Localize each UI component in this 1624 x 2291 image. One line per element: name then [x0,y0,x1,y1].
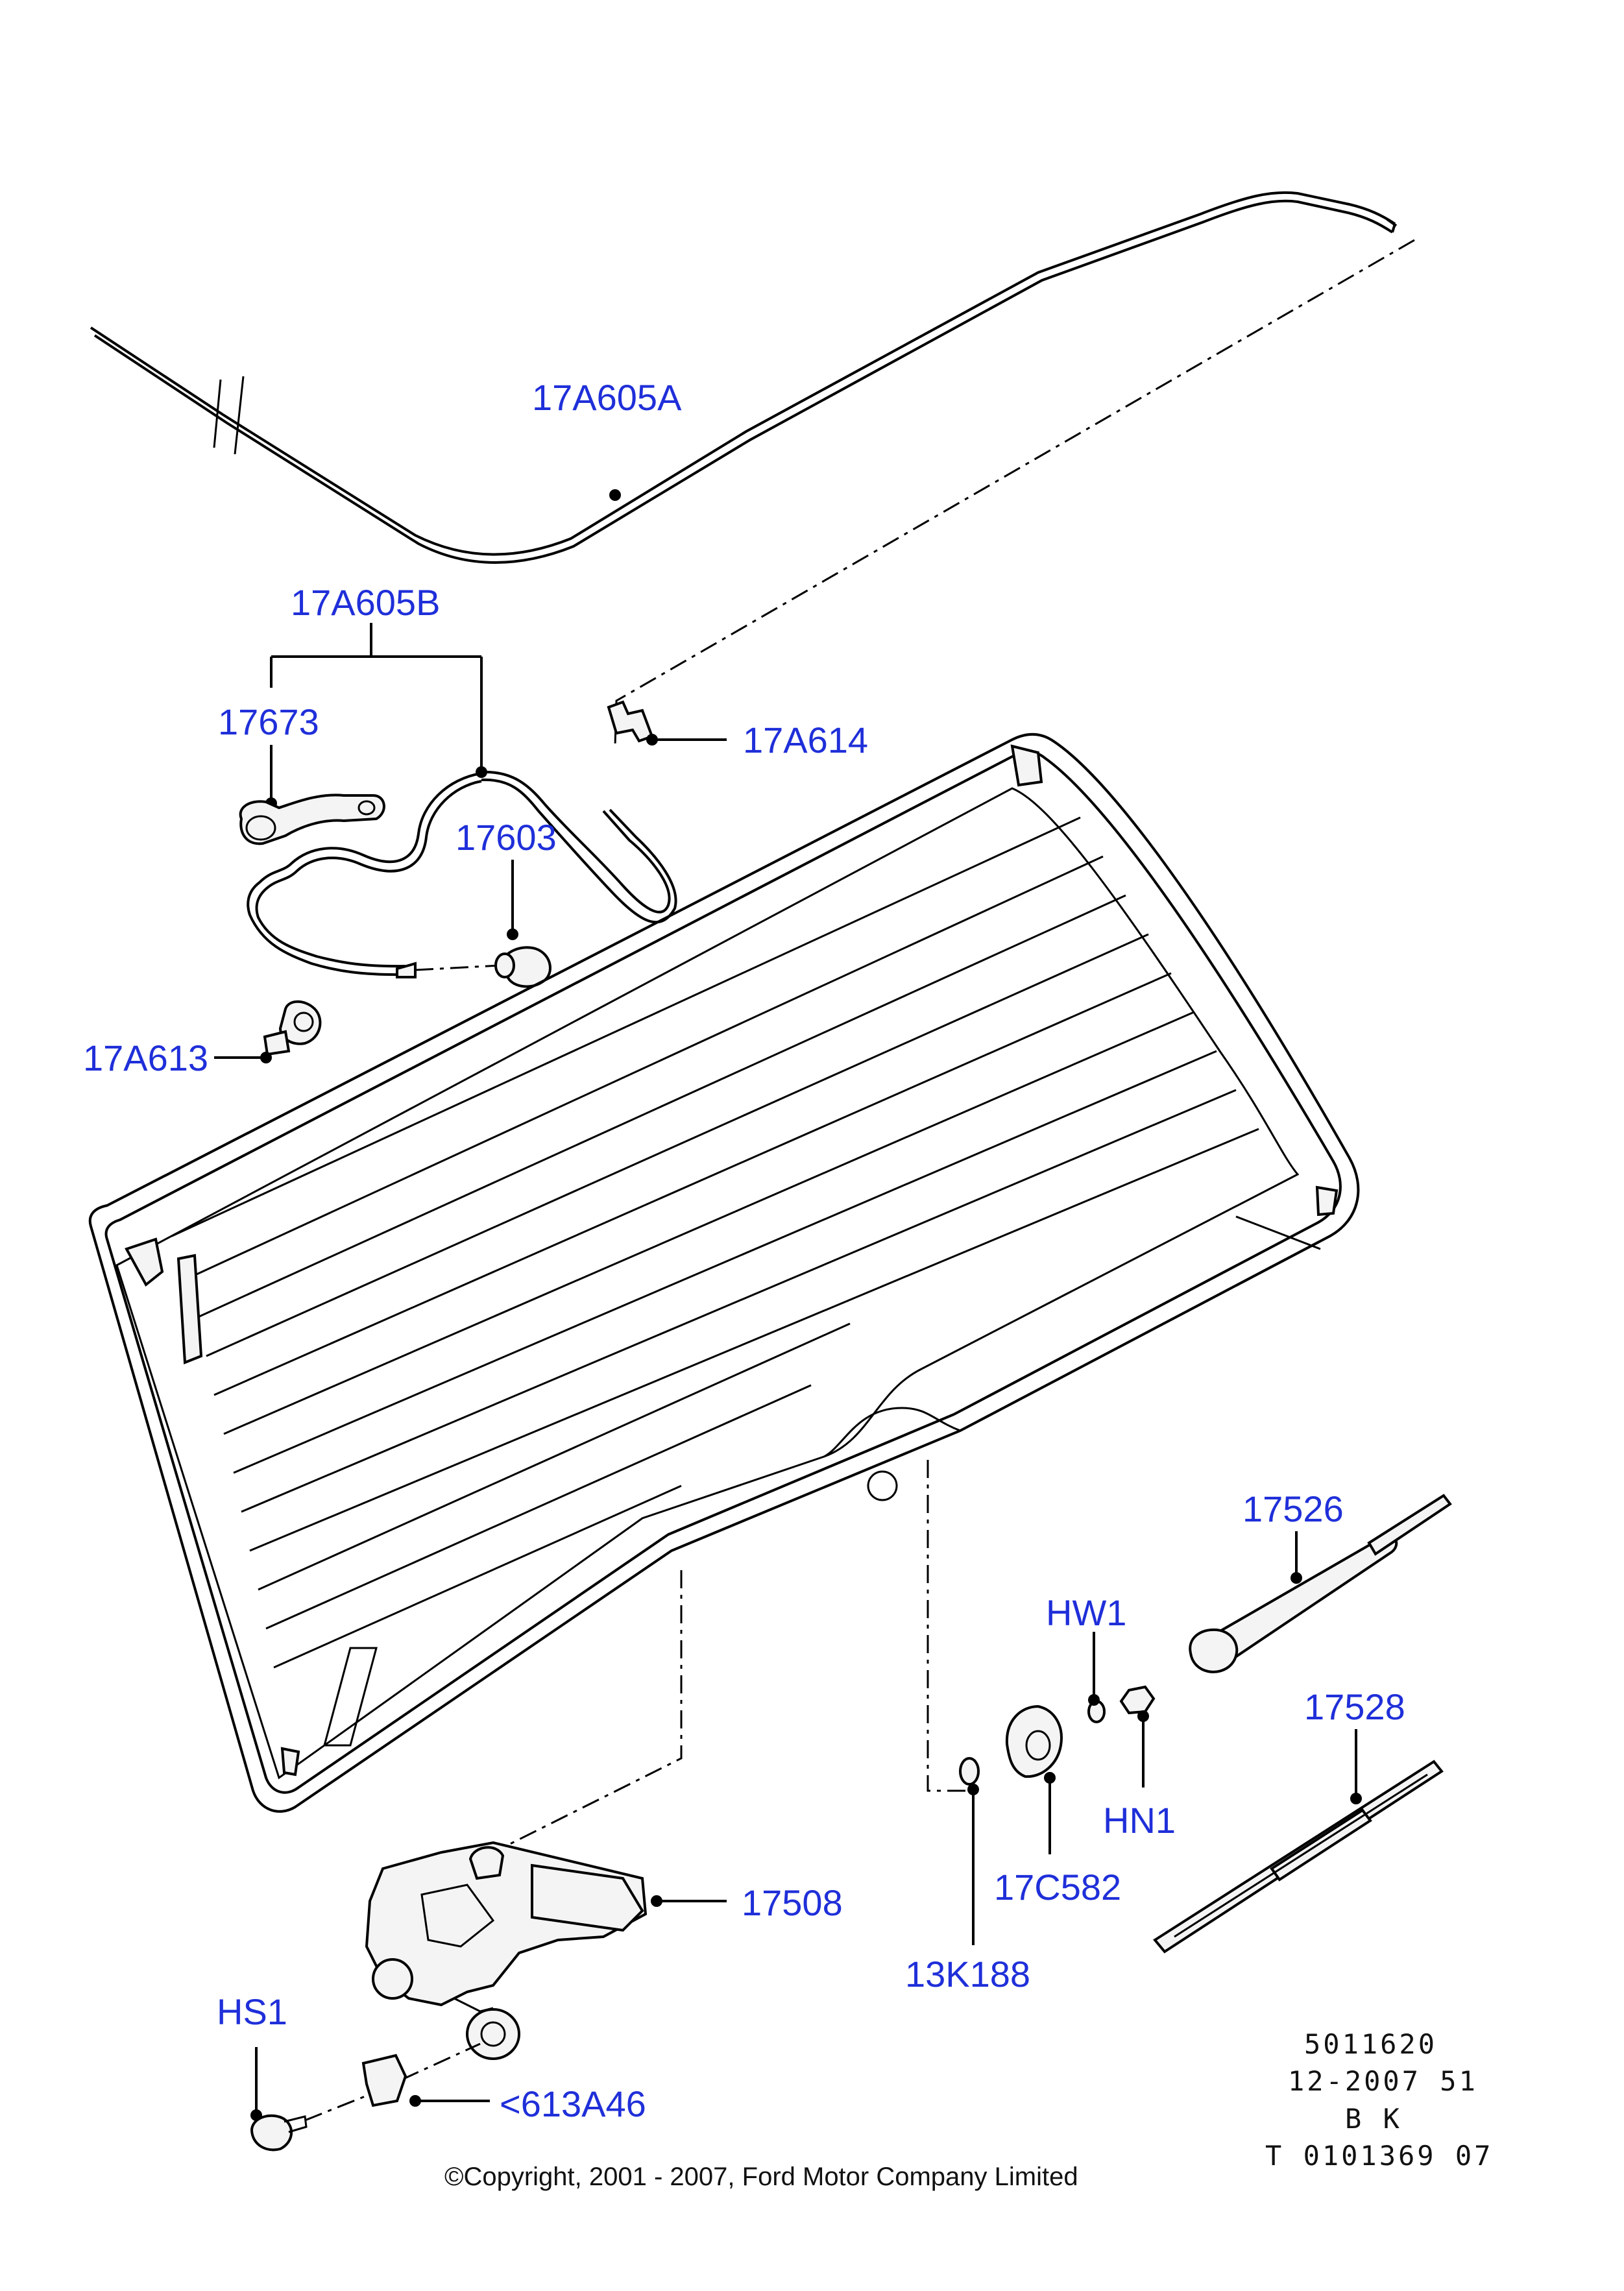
label-17526: 17526 [1242,1488,1344,1529]
label-17528: 17528 [1304,1686,1405,1727]
reference-line-4: T 0101369 07 [1265,2140,1493,2172]
label-17A605A: 17A605A [532,377,682,418]
label-17603: 17603 [455,817,557,858]
label-HW1: HW1 [1046,1592,1126,1633]
reference-line-1: 5011620 [1304,2028,1437,2060]
spacer-part [959,1757,980,1945]
wiper-arm-part [1189,1494,1452,1673]
mount-line-right [927,1460,967,1792]
part-labels: 17A605A 17A605B 17673 17A614 17603 17A61… [83,377,1405,2124]
label-17A605B: 17A605B [291,582,440,623]
label-17508: 17508 [742,1882,843,1923]
nut-clip-part [361,2054,490,2107]
label-HS1: HS1 [217,1991,287,2032]
label-17A613: 17A613 [83,1037,208,1078]
nut-hn-part [1119,1685,1156,1788]
screw-part [250,2047,308,2152]
copyright-text: ©Copyright, 2001 - 2007, Ford Motor Comp… [444,2163,1078,2191]
hose-clip-part [239,794,385,845]
wiper-motor-part [365,1841,727,2060]
washer-hw-part [1087,1632,1106,1723]
washer-jet-part [494,860,551,988]
washer-hose-lower [247,770,677,978]
wiper-blade-part [1153,1729,1444,1954]
label-17673: 17673 [218,701,319,742]
label-613A46: <613A46 [500,2083,646,2124]
seal-part [1005,1704,1063,1854]
rear-window-glass [88,733,1360,1813]
screw-routing-line [304,2043,481,2122]
washer-hose-upper [90,191,1398,564]
label-13K188: 13K188 [905,1954,1030,1994]
defroster-lines [171,816,1259,1669]
label-HN1: HN1 [1103,1800,1176,1841]
mount-line-left [492,1570,683,1854]
grommet-part [214,1000,322,1063]
reference-line-2: 12-2007 51 [1288,2065,1478,2097]
label-17A614: 17A614 [743,720,868,760]
hose-routing-line [614,239,1415,747]
reference-block: 5011620 12-2007 51 B K T 0101369 07 [1265,2028,1493,2172]
hose-connector-part [607,700,727,745]
reference-line-3: B K [1345,2103,1402,2135]
label-17C582: 17C582 [994,1867,1121,1908]
